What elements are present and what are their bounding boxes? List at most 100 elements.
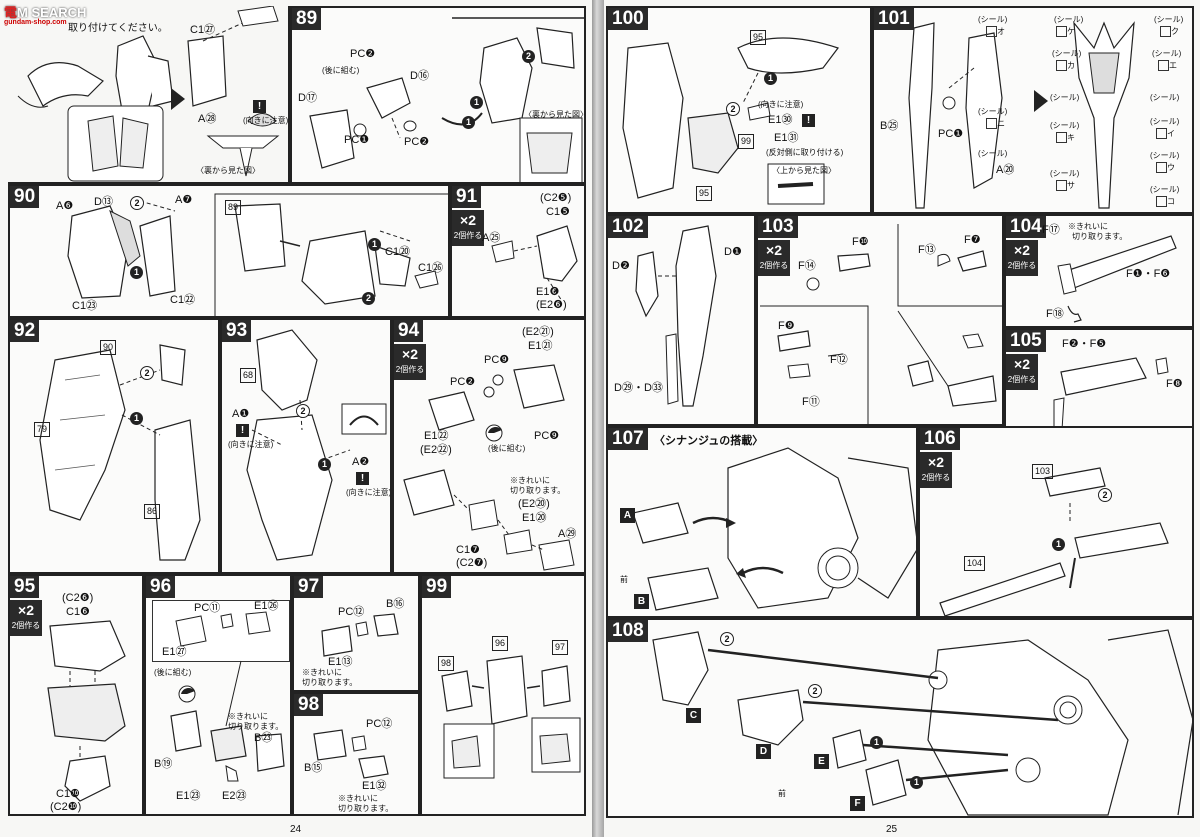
panel-107: 107 〈シナンジュの搭載〉 A B 前 bbox=[606, 426, 918, 618]
order-step-1: 1 bbox=[764, 72, 777, 85]
panel-96: 96 PC⑪ E1㉖ E1㉗ (後に組む) ※きれいに 切り取ります。 B㉓ B… bbox=[144, 574, 292, 816]
x2-subtext: 2個作る bbox=[453, 231, 483, 240]
label-e1-27: E1㉗ bbox=[162, 646, 187, 658]
note-cut-2: 切り取ります。 bbox=[302, 678, 358, 687]
ref-96: 96 bbox=[492, 636, 509, 651]
x2-text: ×2 bbox=[1014, 242, 1030, 258]
right-page: 100 95 1 2 (向きに注意) E1㉚ ! E1㉛ 99 (反対側に取り付… bbox=[604, 0, 1200, 837]
label-f-17: F⑰ bbox=[1042, 224, 1060, 236]
seal-ku: ク bbox=[1158, 26, 1179, 38]
label-a-25: A㉕ bbox=[482, 232, 501, 244]
seal-ki: キ bbox=[1054, 132, 1075, 144]
caution-icon: ! bbox=[253, 100, 266, 113]
x2-subtext: 2個作る bbox=[395, 365, 425, 374]
label-f-7: F❼ bbox=[964, 234, 981, 246]
ref-97: 97 bbox=[552, 640, 569, 655]
step-number: 96 bbox=[146, 576, 176, 598]
label-e2-23: E2㉓ bbox=[222, 790, 247, 802]
watermark-text: SEARCH bbox=[31, 5, 87, 20]
part-e-marker: E bbox=[814, 754, 829, 769]
label-d-13: D⑬ bbox=[94, 196, 113, 208]
order-step-2: 2 bbox=[140, 366, 154, 380]
panel-93: 93 68 A❶ ! (向きに注意) A❷ ! (向きに注意) 2 1 bbox=[220, 318, 392, 574]
order-step-2: 2 bbox=[720, 632, 734, 646]
label-pc-12: PC⑫ bbox=[366, 718, 393, 730]
ref-95: 95 bbox=[750, 30, 767, 45]
label-c2-7: (C2❼) bbox=[456, 557, 488, 569]
seal-sa-caption: (シール) bbox=[1050, 168, 1079, 179]
label-e1-20: E1⑳ bbox=[522, 512, 547, 524]
panel-101-flow-arrow bbox=[1034, 90, 1048, 112]
note-later: (後に組む) bbox=[154, 668, 192, 677]
label-b-16: B⑯ bbox=[386, 598, 405, 610]
note-cut-2: 切り取ります。 bbox=[228, 722, 284, 731]
panel-98-drawing bbox=[313, 729, 389, 779]
seal-key-u: ウ bbox=[1167, 163, 1175, 172]
watermark-char-a: 電 bbox=[4, 5, 18, 20]
label-c2-5: (C2❺) bbox=[540, 192, 572, 204]
x2-subtext: 2個作る bbox=[1007, 375, 1037, 384]
seal-i: イ bbox=[1154, 128, 1175, 140]
ref-89: 89 bbox=[225, 200, 242, 215]
label-pc-12: PC⑫ bbox=[338, 606, 365, 618]
seal-key-ku: ク bbox=[1171, 27, 1179, 36]
label-e2-6: (E2❻) bbox=[536, 299, 567, 311]
ref-95b: 95 bbox=[696, 186, 713, 201]
panel-94-drawing bbox=[403, 364, 575, 571]
seal-extra-2-text: (シール) bbox=[1150, 93, 1180, 102]
label-f-2-f-5: F❷・F❺ bbox=[1062, 338, 1107, 350]
label-f-14: F⑭ bbox=[798, 260, 816, 272]
label-f-1-f-6: F❶・F❻ bbox=[1126, 268, 1171, 280]
label-e1-30: E1㉚ bbox=[768, 114, 793, 126]
label-c1-23: C1㉓ bbox=[72, 300, 98, 312]
order-step-1: 1 bbox=[1052, 538, 1065, 551]
note-back-view: 〈裏から見た図〉 bbox=[524, 110, 586, 119]
seal-key-ke: ケ bbox=[1067, 27, 1075, 36]
seal-key-e: エ bbox=[1169, 61, 1177, 70]
label-d-29-d-33: D㉙・D㉝ bbox=[614, 382, 663, 394]
label-e1-21: E1㉑ bbox=[528, 340, 553, 352]
note-opposite: (反対側に取り付ける) bbox=[766, 148, 844, 157]
label-a-1: A❶ bbox=[232, 408, 250, 420]
label-pc-2: PC❷ bbox=[350, 48, 376, 60]
note-later: (後に組む) bbox=[322, 66, 360, 75]
step-number: 93 bbox=[222, 320, 252, 342]
step-number: 101 bbox=[874, 8, 914, 30]
caution-icon-1: ! bbox=[236, 424, 249, 437]
seal-o: (シール) bbox=[978, 14, 1007, 25]
label-e1-6: E1❻ bbox=[536, 286, 560, 298]
order-step-1: 1 bbox=[470, 96, 483, 109]
step-number: 99 bbox=[422, 576, 452, 598]
seal-extra-3-text: (シール) bbox=[978, 149, 1008, 158]
seal-i-caption: (シール) bbox=[1150, 116, 1179, 127]
step-number: 97 bbox=[294, 576, 324, 598]
step-number: 91 bbox=[452, 186, 482, 208]
panel-90-drawing bbox=[67, 193, 448, 316]
seal-ka: カ bbox=[1054, 60, 1075, 72]
seal-e: エ bbox=[1156, 60, 1177, 72]
panel-107-drawing bbox=[632, 447, 916, 611]
note-cut: ※きれいに bbox=[338, 794, 378, 803]
order-step-2b: 2 bbox=[362, 292, 375, 305]
step-number: 104 bbox=[1006, 216, 1046, 238]
part-b-marker: B bbox=[634, 594, 649, 609]
note-cut: ※きれいに bbox=[228, 712, 268, 721]
label-f-8: F❽ bbox=[1166, 378, 1183, 390]
panel-104-drawing bbox=[1057, 235, 1177, 323]
seal-u: ウ bbox=[1154, 162, 1175, 174]
seal-key-ni: ニ bbox=[997, 119, 1005, 128]
seal-key-ki: キ bbox=[1067, 133, 1075, 142]
step-number: 90 bbox=[10, 186, 40, 208]
label-d-1: D❶ bbox=[724, 246, 742, 258]
order-step-2: 2 bbox=[726, 102, 740, 116]
panel-108: 108 2 2 1 1 C D E F 前 bbox=[606, 618, 1194, 818]
label-f-9: F❾ bbox=[778, 320, 795, 332]
panel-88-drawing bbox=[17, 6, 280, 182]
x2-text: ×2 bbox=[402, 346, 418, 362]
